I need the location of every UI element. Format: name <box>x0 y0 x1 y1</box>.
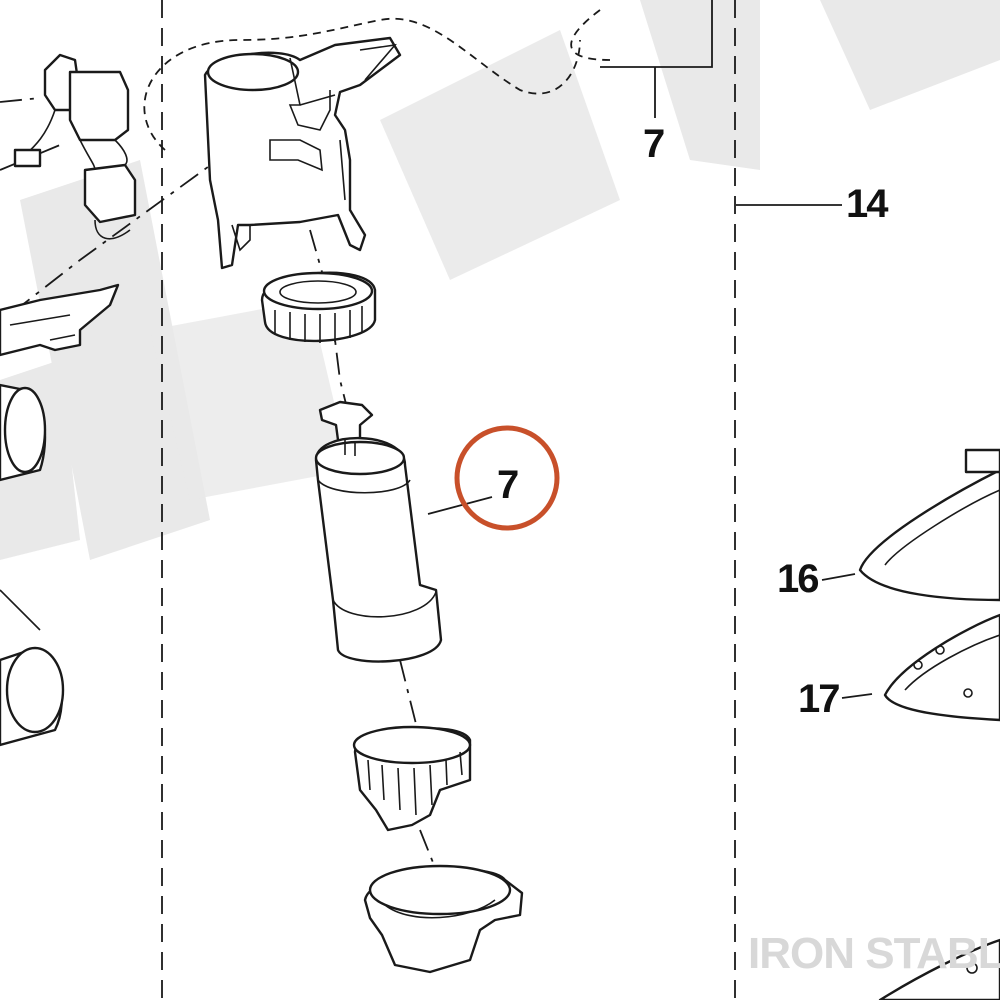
assembly-line-left-top <box>0 97 41 103</box>
fuel-pump-part <box>314 400 443 663</box>
wire-routing-dashed <box>143 17 581 151</box>
watermark-iron-stable: IRON STABLE <box>748 929 1000 978</box>
gasket-17-part <box>883 613 1000 722</box>
gasket-16-part <box>858 448 1000 602</box>
callout-16: 16 <box>777 557 818 601</box>
left-cylinder-part <box>0 383 47 482</box>
filter-cup-part <box>363 864 524 974</box>
left-float-part <box>0 589 65 747</box>
leader-circled-7 <box>427 496 493 515</box>
highlight-circle <box>454 425 560 531</box>
leader-17 <box>841 693 873 699</box>
callout-7-circled: 7 <box>497 463 518 507</box>
wiring-harness-part <box>13 53 137 240</box>
callout-17: 17 <box>798 677 839 721</box>
leader-top-7 <box>600 0 713 118</box>
callout-14: 14 <box>846 182 889 226</box>
left-bracket-part <box>0 283 120 357</box>
lower-clip-part <box>352 725 472 832</box>
leader-16 <box>821 573 856 581</box>
pump-bracket-part <box>203 36 402 270</box>
wire-routing-dashed-top <box>570 9 611 61</box>
callout-7-top: 7 <box>643 122 664 166</box>
retaining-ring-part <box>260 271 377 343</box>
